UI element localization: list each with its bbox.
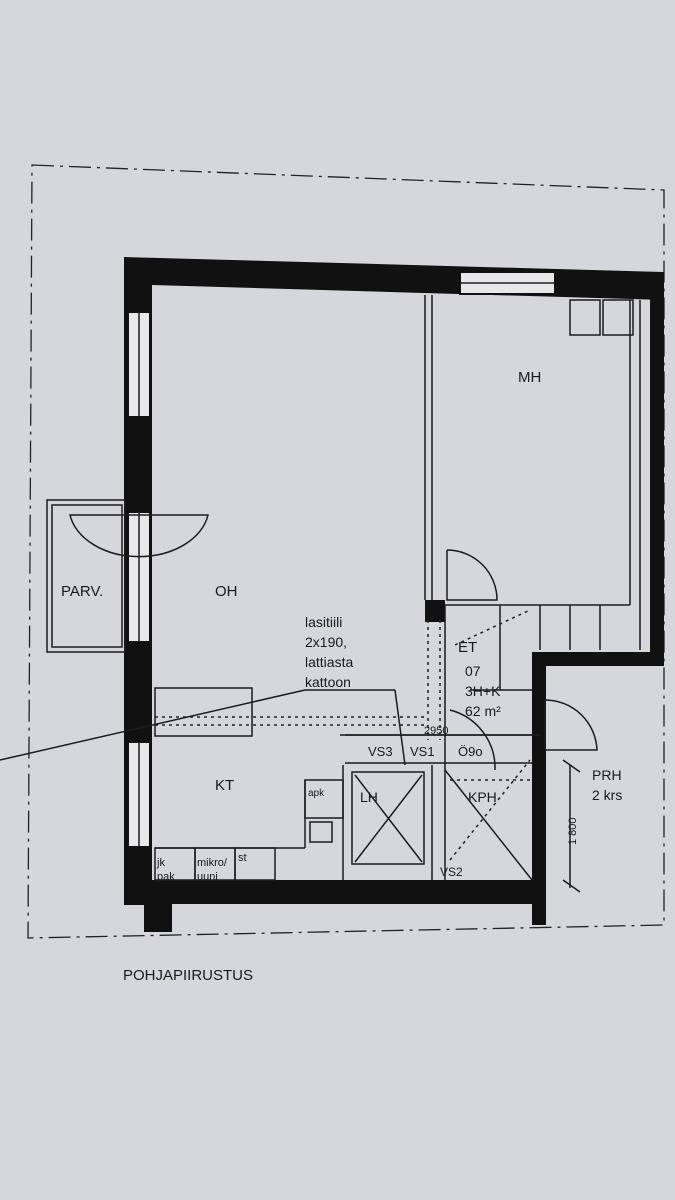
room-label-oh: OH [215, 583, 238, 600]
note-leader [0, 689, 306, 761]
note-line-3: lattiasta [305, 654, 353, 670]
apartment-number: 07 [465, 663, 481, 679]
balcony-door-swing [69, 514, 209, 558]
note-line-4: kattoon [305, 674, 351, 690]
door-mh [446, 549, 498, 601]
room-label-prh: PRH [592, 767, 622, 783]
drawing-caption: POHJAPIIRUSTUS [123, 967, 253, 984]
apartment-type: 3H+K [465, 683, 501, 699]
fixture-st: st [238, 852, 247, 864]
room-label-lh: LH [360, 789, 378, 805]
apartment-area: 62 m² [465, 703, 501, 719]
plot-boundary [27, 164, 665, 939]
dotted-lines [155, 609, 531, 861]
room-label-et: ET [458, 639, 477, 656]
fixture-vs1: VS1 [410, 744, 435, 759]
note-line-2: 2x190, [305, 634, 347, 650]
fixture-vs3: VS3 [368, 744, 393, 759]
room-label-prh-floor: 2 krs [592, 787, 622, 803]
fixture-jk-2: pak [157, 871, 175, 883]
room-label-kph: KPH [468, 789, 497, 805]
room-label-kt: KT [215, 777, 234, 794]
door-prh [544, 699, 598, 751]
dimension-1800 [562, 759, 581, 893]
note-line-1: lasitiili [305, 614, 342, 630]
fixture-o90: Ö9o [458, 744, 483, 759]
fixture-jk-1: jk [156, 857, 165, 869]
balcony [46, 499, 126, 653]
walls [124, 257, 664, 932]
windows [127, 271, 556, 848]
fixture-mikro-2: uuni [197, 871, 218, 883]
fixture-mikro-1: mikro/ [197, 857, 228, 869]
fixture-apk: apk [308, 788, 325, 799]
door-et [449, 709, 496, 771]
dimension-2950-label: 2950 [424, 725, 448, 737]
room-label-parv: PARV. [61, 583, 103, 600]
dimension-1800-label: 1 800 [567, 817, 579, 845]
room-label-mh: MH [518, 369, 541, 386]
fixture-vs2: VS2 [440, 865, 463, 879]
